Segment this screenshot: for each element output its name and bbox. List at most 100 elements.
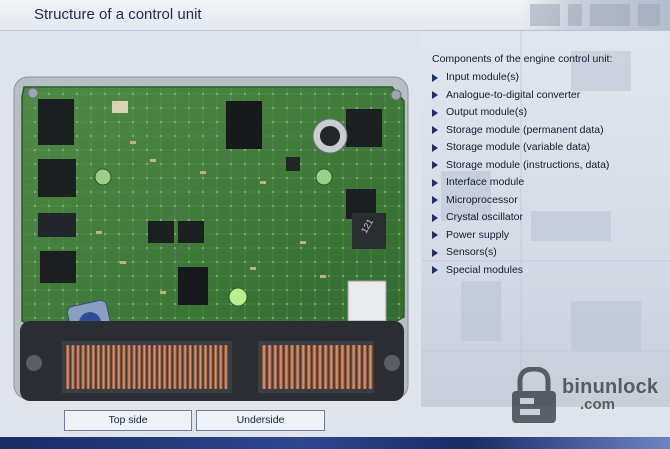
connector-pin [301, 345, 306, 389]
connector-pin [86, 345, 90, 389]
connector-pin [362, 345, 367, 389]
component-item-interface-module[interactable]: Interface module [432, 174, 609, 192]
footer-strip [0, 437, 670, 449]
connector-pin [117, 345, 121, 389]
component-label: Power supply [446, 228, 510, 241]
control-unit-board-image: 121 [13, 76, 409, 401]
connector-pin [122, 345, 126, 389]
component-item-storage-instructions[interactable]: Storage module (instructions, data) [432, 157, 609, 175]
connector-pin [278, 345, 283, 389]
component-item-output-modules[interactable]: Output module(s) [432, 104, 609, 122]
component-item-storage-variable[interactable]: Storage module (variable data) [432, 139, 609, 157]
bottom-bar: Top side Underside [0, 407, 670, 439]
component-label: Storage module (variable data) [446, 141, 591, 153]
connector-pin [76, 345, 80, 389]
connector-pin [306, 345, 311, 389]
title-decoration [520, 0, 670, 30]
connector-pin [91, 345, 96, 389]
page-title: Structure of a control unit [34, 6, 202, 23]
connector-pin [273, 345, 278, 389]
components-panel: Components of the engine control unit: I… [421, 31, 670, 407]
component-item-sensors[interactable]: Sensors(s) [432, 244, 609, 262]
connector-pin [188, 345, 192, 389]
components-list: Input module(s) Analogue-to-digital conv… [432, 69, 609, 279]
arrow-right-icon [432, 126, 438, 135]
connector-pin [262, 345, 267, 389]
component-label: Storage module (instructions, data) [446, 158, 610, 171]
arrow-right-icon [432, 231, 438, 240]
lock-logo-icon [512, 367, 556, 423]
background-board-image [421, 31, 670, 407]
arrow-right-icon [432, 248, 438, 257]
connector-pin [178, 345, 182, 389]
component-label: Input module(s) [446, 71, 519, 83]
connector-pin [351, 345, 356, 389]
component-label: Analogue-to-digital converter [446, 88, 581, 101]
connector-pin [142, 345, 147, 389]
connector-pin [290, 345, 295, 389]
component-label: Output module(s) [446, 106, 528, 118]
connector-pin [193, 345, 198, 389]
connector-pin [219, 345, 223, 389]
component-item-special-modules[interactable]: Special modules [432, 262, 609, 280]
component-item-input-modules[interactable]: Input module(s) [432, 69, 609, 87]
arrow-right-icon [432, 161, 438, 170]
connector-pin [203, 345, 208, 389]
component-label: Special modules [446, 263, 524, 276]
arrow-right-icon [432, 196, 438, 205]
arrow-right-icon [432, 178, 438, 187]
connector-pin [132, 345, 136, 389]
connector-pin [96, 345, 101, 389]
underside-button[interactable]: Underside [196, 410, 325, 431]
connector-pin [162, 345, 167, 389]
connector-pin [101, 345, 106, 389]
connector-pin [334, 345, 339, 389]
component-label: Storage module (permanent data) [446, 123, 604, 136]
connector-pin [147, 345, 152, 389]
connector-pin [137, 345, 141, 389]
connector-pin [81, 345, 85, 389]
component-label: Crystal oscillator [446, 211, 524, 223]
connector-pin [224, 345, 228, 389]
component-item-adc[interactable]: Analogue-to-digital converter [432, 87, 609, 105]
connector-pin [183, 345, 187, 389]
connector-pin [198, 345, 203, 389]
connector-pin [329, 345, 334, 389]
component-label: Microprocessor [446, 193, 518, 206]
arrow-right-icon [432, 143, 438, 152]
components-heading: Components of the engine control unit: [432, 53, 613, 65]
title-bar: Structure of a control unit [0, 0, 670, 31]
connector-pin [340, 345, 345, 389]
arrow-right-icon [432, 213, 438, 222]
component-label: Sensors(s) [446, 246, 497, 258]
connector-pin [295, 345, 300, 389]
component-item-microprocessor[interactable]: Microprocessor [432, 192, 609, 210]
top-side-button[interactable]: Top side [64, 410, 192, 431]
component-item-crystal-oscillator[interactable]: Crystal oscillator [432, 209, 609, 227]
component-label: Interface module [446, 176, 525, 188]
connector-pin [368, 345, 373, 389]
component-item-storage-permanent[interactable]: Storage module (permanent data) [432, 122, 609, 140]
connector-pin [127, 345, 131, 389]
connector-pin [318, 345, 323, 389]
watermark: binunlock .com [508, 365, 670, 427]
arrow-right-icon [432, 91, 438, 100]
connector-pin [111, 345, 116, 389]
connector-pin [323, 345, 328, 389]
connector-pin [312, 345, 317, 389]
connector-pin [173, 345, 177, 389]
connector-pin [106, 345, 111, 389]
connector-pin [168, 345, 172, 389]
connector-pin [71, 345, 75, 389]
arrow-right-icon [432, 73, 438, 82]
connector-pin [208, 345, 213, 389]
connector-pin [66, 345, 70, 389]
connector-pin [357, 345, 362, 389]
watermark-text: binunlock [562, 376, 659, 398]
watermark-domain: .com [580, 396, 616, 413]
component-item-power-supply[interactable]: Power supply [432, 227, 609, 245]
arrow-right-icon [432, 108, 438, 117]
connector-pin [346, 345, 351, 389]
connector-pin [157, 345, 162, 389]
connector-pin [284, 345, 289, 389]
